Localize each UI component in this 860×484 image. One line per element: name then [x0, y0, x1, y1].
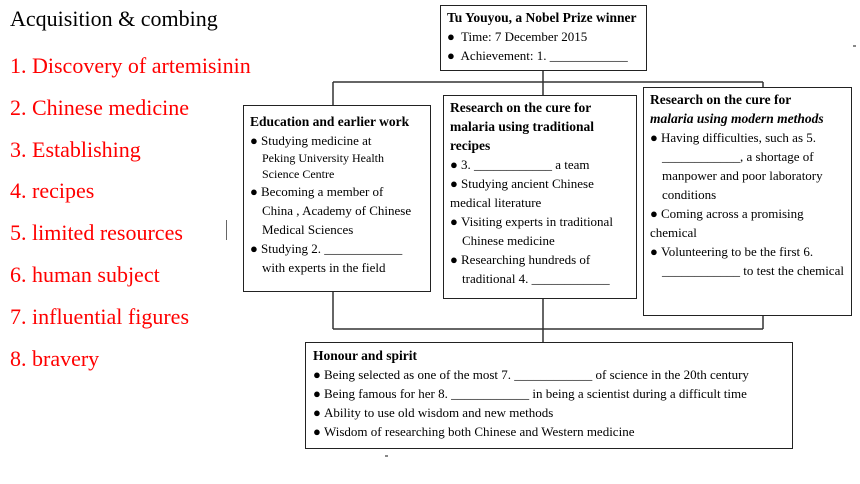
- education-item-3: ●Studying 2. ____________: [250, 241, 403, 256]
- answer-list: 1. Discovery of artemisinin 2. Chinese m…: [10, 52, 251, 386]
- bullet-icon: ●: [250, 184, 258, 199]
- bullet-icon: ●: [447, 29, 455, 44]
- modern-item-1-cont: ____________, a shortage of manpower and…: [662, 149, 823, 202]
- modern-research-title-2: malaria using modern methods: [650, 111, 824, 126]
- traditional-item-1: ●3. ____________ a team: [450, 157, 590, 172]
- nobel-winner-title: Tu Youyou, a Nobel Prize winner: [447, 10, 637, 25]
- bullet-icon: ●: [650, 206, 658, 221]
- achievement-item: ● Achievement: 1. ____________: [447, 48, 628, 63]
- traditional-item-2: ●Studying ancient Chinese medical litera…: [450, 176, 594, 210]
- left-panel-title: Acquisition & combing: [10, 6, 218, 31]
- honour-item-4: ●Wisdom of researching both Chinese and …: [313, 424, 635, 439]
- traditional-item-4-cont: traditional 4. ____________: [462, 271, 610, 286]
- modern-research-box: Research on the cure for malaria using m…: [643, 87, 852, 316]
- bullet-icon: ●: [250, 241, 258, 256]
- bullet-icon: ●: [450, 157, 458, 172]
- education-title: Education and earlier work: [250, 114, 410, 129]
- modern-item-3-cont: ____________ to test the chemical: [662, 263, 844, 278]
- traditional-item-4: ●Researching hundreds of: [450, 252, 591, 267]
- bullet-icon: ●: [447, 48, 455, 63]
- education-item-1: ●Studying medicine at: [250, 133, 372, 148]
- education-item-3-cont: with experts in the field: [262, 260, 386, 275]
- traditional-research-title: Research on the cure for malaria using t…: [450, 100, 595, 153]
- education-item-1-cont: Peking University Health Science Centre: [262, 151, 384, 181]
- education-item-2-cont: China , Academy of Chinese Medical Scien…: [262, 203, 412, 237]
- bullet-icon: ●: [650, 244, 658, 259]
- text-cursor-mark: [226, 220, 227, 240]
- honour-spirit-title: Honour and spirit: [313, 348, 418, 363]
- modern-item-2: ●Coming across a promising chemical: [650, 206, 804, 240]
- honour-item-2: ●Being famous for her 8. ____________ in…: [313, 386, 747, 401]
- modern-item-1: ●Having difficulties, such as 5.: [650, 130, 817, 145]
- answer-item-7: 7. influential figures: [10, 303, 190, 329]
- modern-item-3: ●Volunteering to be the first 6.: [650, 244, 814, 259]
- honour-item-1: ●Being selected as one of the most 7. __…: [313, 367, 749, 382]
- traditional-item-3: ●Visiting experts in traditional: [450, 214, 613, 229]
- bullet-icon: ●: [313, 386, 321, 401]
- bullet-icon: ●: [650, 130, 658, 145]
- education-item-2: ●Becoming a member of: [250, 184, 384, 199]
- time-item: ● Time: 7 December 2015: [447, 29, 588, 44]
- bullet-icon: ●: [313, 424, 321, 439]
- answer-item-1: 1. Discovery of artemisinin: [10, 53, 251, 78]
- answer-item-6: 6. human subject: [10, 261, 160, 287]
- bullet-icon: ●: [313, 367, 321, 382]
- honour-item-3: ●Ability to use old wisdom and new metho…: [313, 405, 554, 420]
- answer-item-5: 5. limited resources: [10, 220, 183, 246]
- answer-item-3: 3. Establishing: [10, 136, 141, 162]
- bullet-icon: ●: [250, 133, 258, 148]
- education-box: Education and earlier work ●Studying med…: [243, 105, 431, 292]
- scan-speck: [385, 455, 388, 457]
- answer-item-8: 8. bravery: [10, 345, 100, 371]
- bullet-icon: ●: [313, 405, 321, 420]
- answer-item-2: 2. Chinese medicine: [10, 94, 190, 120]
- traditional-item-3-cont: Chinese medicine: [462, 233, 555, 248]
- modern-research-title-1: Research on the cure for: [650, 92, 792, 107]
- bullet-icon: ●: [450, 176, 458, 191]
- honour-spirit-box: Honour and spirit ●Being selected as one…: [305, 342, 793, 449]
- bullet-icon: ●: [450, 214, 458, 229]
- nobel-winner-box: Tu Youyou, a Nobel Prize winner ● Time: …: [440, 5, 647, 71]
- bullet-icon: ●: [450, 252, 458, 267]
- traditional-research-box: Research on the cure for malaria using t…: [443, 95, 637, 299]
- scan-speck: [853, 45, 856, 47]
- answer-item-4: 4. recipes: [10, 178, 95, 204]
